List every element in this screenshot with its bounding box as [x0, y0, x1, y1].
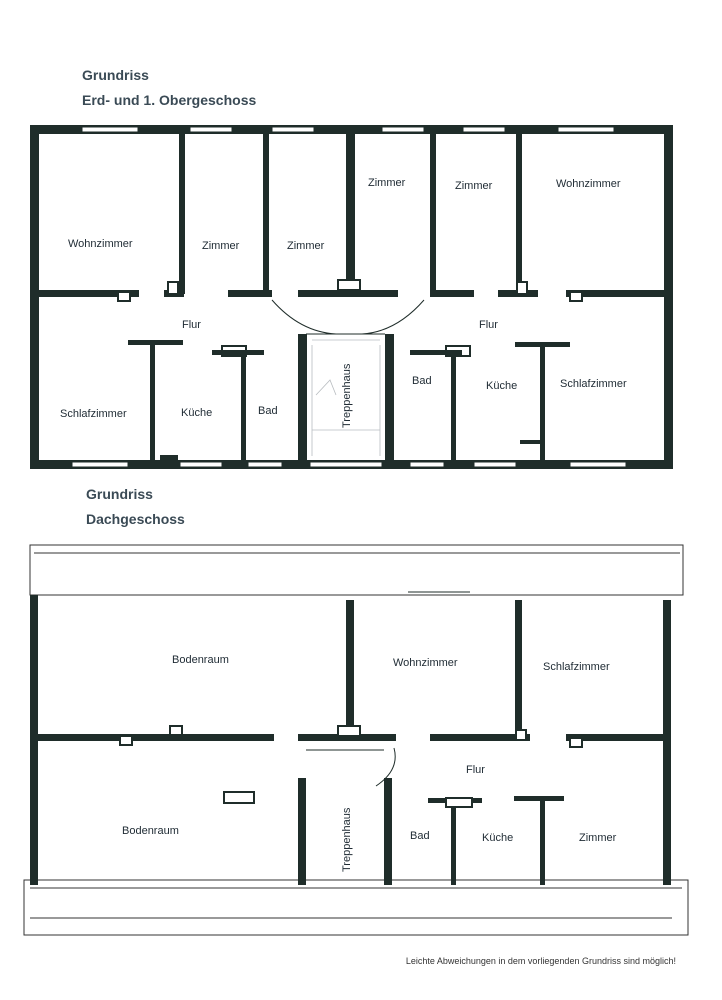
roof-outline [23, 544, 689, 936]
label-bodenraum-top: Bodenraum [172, 654, 229, 666]
label-bad-left: Bad [258, 405, 278, 417]
upper-plan-subtitle: Erd- und 1. Obergeschoss [82, 92, 257, 108]
label-wohnzimmer-left: Wohnzimmer [68, 238, 133, 250]
upper-outer-wall-right [664, 125, 673, 469]
label-zimmer-1: Zimmer [202, 240, 240, 252]
label-zimmer-3: Zimmer [368, 177, 406, 189]
lower-plan-title: Grundriss [86, 486, 153, 502]
upper-outer-wall-left [30, 125, 39, 469]
upper-plan-title: Grundriss [82, 67, 149, 83]
label-kueche-lower: Küche [482, 832, 513, 844]
label-treppenhaus-lower: Treppenhaus [341, 807, 353, 872]
label-zimmer-2: Zimmer [287, 240, 325, 252]
label-schlafzimmer-left: Schlafzimmer [60, 408, 127, 420]
wall-zimmer-4-left [430, 134, 436, 294]
lower-plan-subtitle: Dachgeschoss [86, 511, 185, 527]
label-bad-lower: Bad [410, 830, 430, 842]
upper-windows-top [81, 126, 615, 133]
label-wohnzimmer-lower: Wohnzimmer [393, 657, 458, 669]
label-schlafzimmer-right: Schlafzimmer [560, 378, 627, 390]
label-flur-right: Flur [479, 319, 498, 331]
label-zimmer-lower: Zimmer [579, 832, 617, 844]
lower-outer-wall-left [30, 595, 38, 885]
upper-stair-wall-right [385, 334, 394, 460]
label-wohnzimmer-right: Wohnzimmer [556, 178, 621, 190]
lower-floor-plan [23, 544, 689, 936]
lower-stair-door [306, 591, 470, 787]
wall-zimmer-2-left [263, 134, 269, 294]
lower-chimneys [119, 725, 583, 808]
lower-outer-wall-right [663, 600, 671, 885]
label-flur-left: Flur [182, 319, 201, 331]
label-kueche-left: Küche [181, 407, 212, 419]
label-kueche-right: Küche [486, 380, 517, 392]
upper-stair-wall-left [298, 334, 307, 460]
label-flur-lower: Flur [466, 764, 485, 776]
upper-floor-plan [30, 125, 673, 469]
label-bad-right: Bad [412, 375, 432, 387]
lower-room-labels: Bodenraum Wohnzimmer Schlafzimmer Flur B… [122, 654, 617, 872]
wall-wohnzimmer-right-left [516, 134, 522, 294]
upper-central-wall [346, 134, 355, 294]
label-zimmer-4: Zimmer [455, 180, 493, 192]
wall-zimmer-1-left [179, 134, 185, 294]
label-schlafzimmer-lower: Schlafzimmer [543, 661, 610, 673]
lower-central-wall [346, 600, 354, 740]
upper-stair-doors [271, 299, 425, 335]
upper-room-labels: Wohnzimmer Zimmer Zimmer Zimmer Zimmer W… [60, 177, 627, 428]
upper-stair-steps [311, 339, 381, 456]
label-treppenhaus-upper: Treppenhaus [341, 363, 353, 428]
upper-windows-bottom [71, 461, 627, 468]
label-bodenraum-bottom: Bodenraum [122, 825, 179, 837]
footnote: Leichte Abweichungen in dem vorliegenden… [405, 956, 676, 966]
upper-outer-wall-top [30, 125, 673, 134]
